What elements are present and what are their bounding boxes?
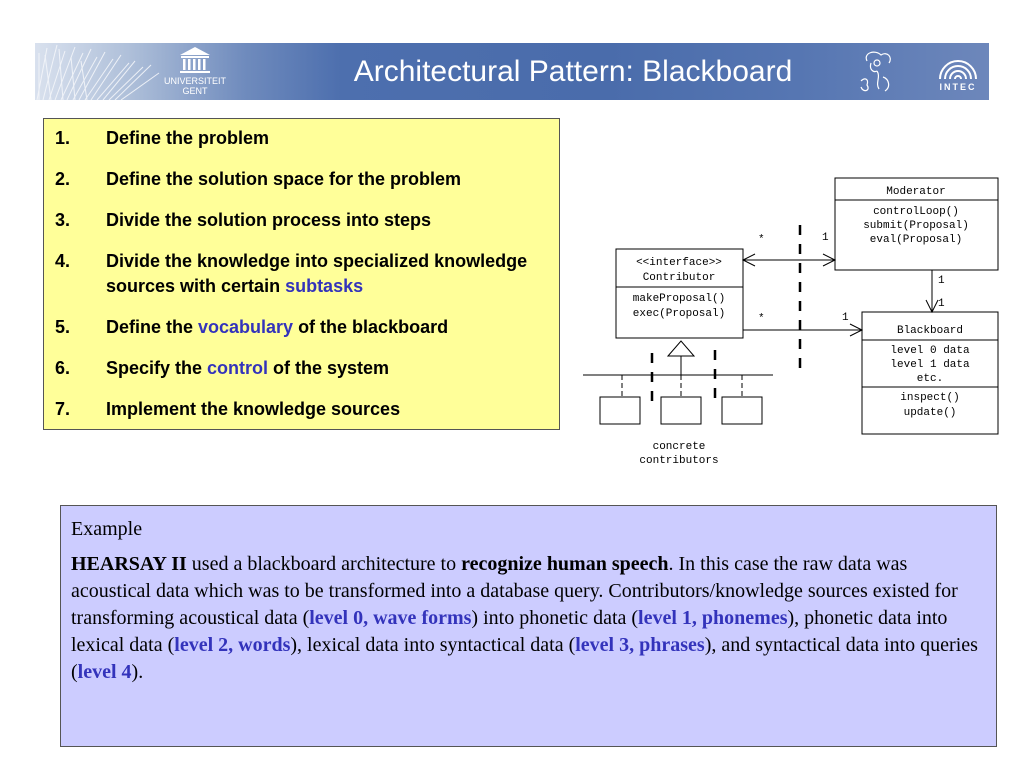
example-text: used a blackboard architecture to [186,553,462,575]
contributor-name: Contributor [643,272,716,284]
example-text: ), lexical data into syntactical data ( [290,634,576,656]
level-highlight: level 0, wave forms [309,607,472,629]
moderator-class: Moderator controlLoop() submit(Proposal)… [834,177,999,271]
athena-sketch-icon [860,51,891,92]
step-number: 4. [55,251,71,271]
university-name-line1: UNIVERSITEIT [163,76,226,86]
step-item: 7. Implement the knowledge sources [55,397,555,422]
blackboard-attr: etc. [917,373,943,385]
step-text: Define the solution space for the proble… [106,169,462,189]
ugent-building-icon [180,47,210,73]
contributor-op: exec(Proposal) [633,308,725,320]
moderator-name: Moderator [886,186,945,198]
blackboard-name: Blackboard [897,325,963,337]
contributor-op: makeProposal() [633,293,725,305]
assoc-contributor-blackboard [743,323,864,337]
example-text: . In this case the raw data was acoustic… [71,553,958,629]
level-highlight: level 3, phrases [575,634,705,656]
slide-title: Architectural Pattern: Blackboard [353,55,793,88]
steps-list: 1. Define the problem 2. Define the solutio… [55,126,555,438]
steps-panel [43,118,560,430]
blackboard-attr: level 1 data [890,359,970,371]
ugent-logo: UNIVERSITEIT GENT [140,45,250,98]
contributor-stereotype: <<interface>> [636,257,722,269]
step-highlight: subtasks [285,276,364,296]
step-number: 7. [55,399,71,419]
intec-logo: INTEC [935,49,981,95]
step-text: Divide the knowledge into specialized kn… [106,251,528,296]
example-panel: Example HEARSAY II used a blackboard arc… [60,505,997,747]
multiplicity-one: 1 [938,298,945,310]
step-number: 6. [55,358,71,378]
inheritance-tree [583,340,773,397]
concrete-contributor-box [721,396,763,425]
step-text: Divide the solution process into steps [106,210,432,230]
intec-label: INTEC [939,82,977,92]
blackboard-class: Blackboard level 0 data level 1 data etc… [861,311,999,435]
bold-term: recognize human speech [461,553,669,575]
example-text: ), and syntactical data into queries ( [71,634,978,683]
example-body: HEARSAY II used a blackboard architectur… [71,551,986,686]
step-item: 5. Define the vocabulary of the blackboar… [55,315,555,340]
multiplicity-one: 1 [842,312,849,324]
step-text: Define the [106,317,199,337]
step-number: 2. [55,169,71,189]
concrete-contributor-box [660,396,702,425]
step-number: 5. [55,317,71,337]
blackboard-op: update() [904,407,957,419]
example-heading: Example [71,518,143,540]
step-item: 3. Divide the solution process into steps [55,208,555,233]
intec-arcs-icon [939,60,977,80]
step-text: of the blackboard [293,317,449,337]
step-item: 6. Specify the control of the system [55,356,555,381]
step-item: 2. Define the solution space for the prob… [55,167,555,192]
example-text: ). [131,661,144,683]
moderator-op: controlLoop() [873,206,959,218]
assoc-moderator-blackboard [925,270,939,314]
concrete-contributor-box [599,396,641,425]
step-text: Specify the [106,358,208,378]
multiplicity-star: * [758,234,765,246]
step-highlight: control [207,358,269,378]
blackboard-op: inspect() [900,392,959,404]
assoc-contributor-moderator [741,253,837,267]
blackboard-uml-diagram: Moderator controlLoop() submit(Proposal)… [583,177,999,467]
moderator-op: eval(Proposal) [870,234,962,246]
step-text: of the system [268,358,390,378]
multiplicity-star: * [758,313,765,325]
example-text: ) into phonetic data ( [471,607,639,629]
moderator-op: submit(Proposal) [863,220,969,232]
step-item: 4. Divide the knowledge into specialized … [55,249,555,299]
blackboard-attr: level 0 data [890,345,970,357]
step-text: Define the problem [106,128,270,148]
multiplicity-one: 1 [938,275,945,287]
step-text: Implement the knowledge sources [106,399,401,419]
concrete-contributors-label: concrete [653,441,706,453]
step-number: 1. [55,128,71,148]
example-text: ), phonetic data into lexical data ( [71,607,948,656]
step-number: 3. [55,210,71,230]
university-name-line2: GENT [182,86,208,96]
level-highlight: level 2, words [174,634,291,656]
multiplicity-one: 1 [822,232,829,244]
level-highlight: level 1, phonemes [638,607,788,629]
concrete-contributors-label: contributors [639,455,718,467]
grass-decoration-icon [36,44,160,100]
bold-term: HEARSAY II [71,553,187,575]
contributor-class: <<interface>> Contributor makeProposal()… [615,248,744,339]
step-item: 1. Define the problem [55,126,555,151]
header-banner: UNIVERSITEIT GENT Architectural Pattern:… [35,43,989,100]
level-highlight: level 4 [77,661,132,683]
step-highlight: vocabulary [198,317,294,337]
